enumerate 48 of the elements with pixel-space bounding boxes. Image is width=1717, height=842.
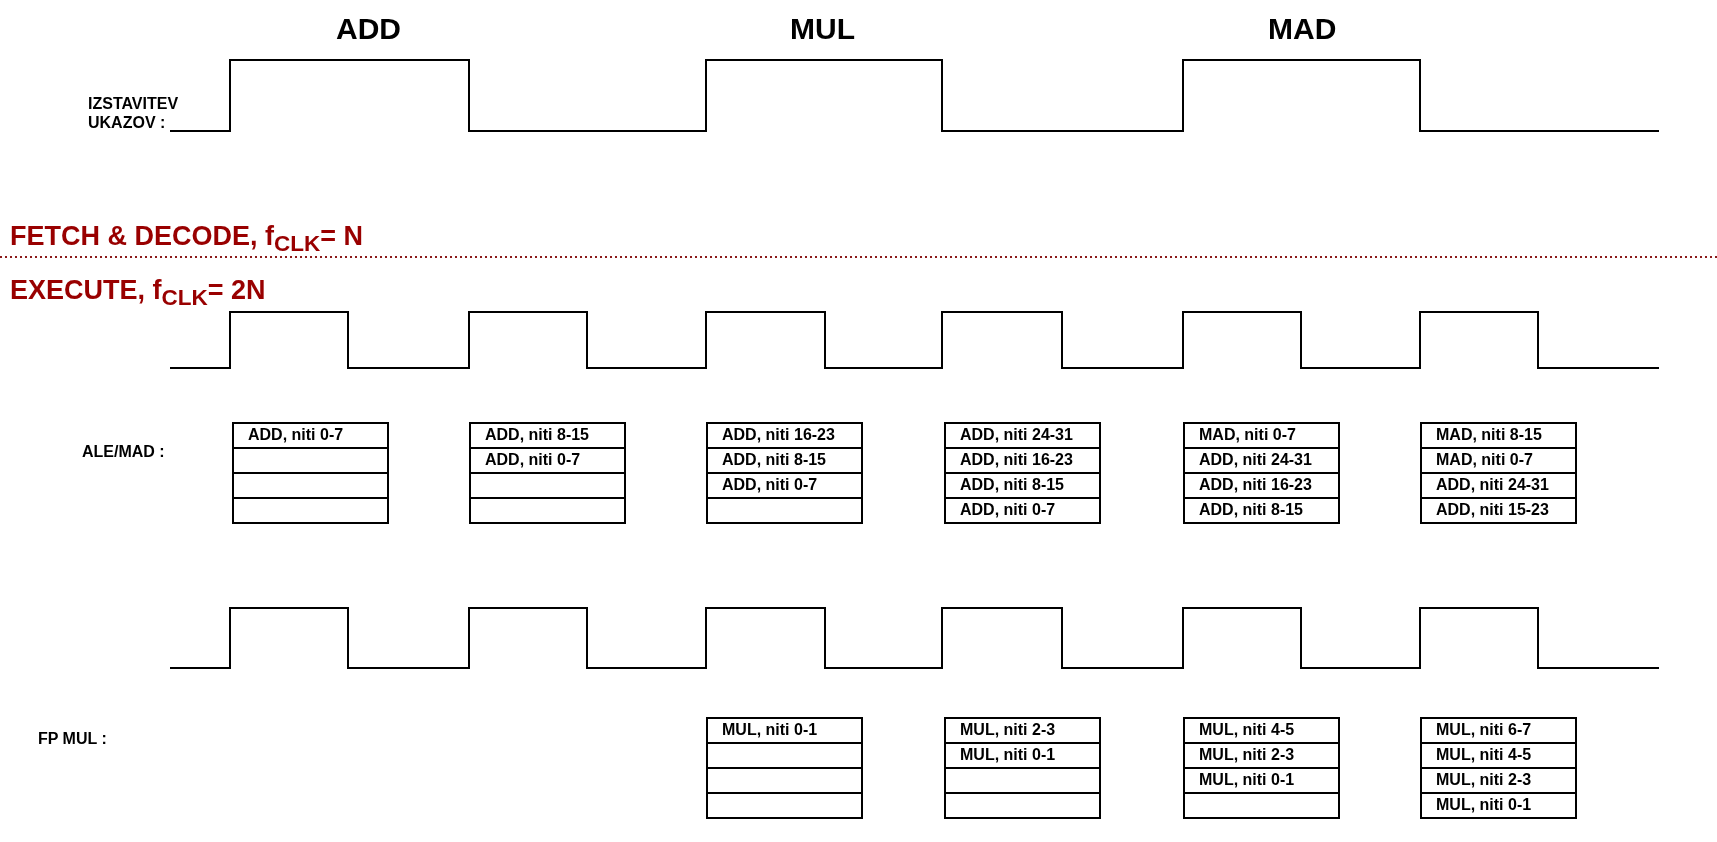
- pipeline-slot: ADD, niti 8-15: [469, 422, 626, 449]
- pipeline-slot: MUL, niti 4-5: [1420, 742, 1577, 769]
- empty-slot: [232, 447, 389, 474]
- empty-slot: [469, 497, 626, 524]
- pipeline-slot: ADD, niti 8-15: [944, 472, 1101, 499]
- empty-slot: [706, 767, 863, 794]
- empty-slot: [944, 792, 1101, 819]
- pipeline-slot: ADD, niti 16-23: [706, 422, 863, 449]
- pipeline-slot: MUL, niti 0-1: [944, 742, 1101, 769]
- pipeline-slot: MAD, niti 8-15: [1420, 422, 1577, 449]
- pipeline-slot: ADD, niti 0-7: [944, 497, 1101, 524]
- pipeline-slot: ADD, niti 24-31: [1420, 472, 1577, 499]
- instruction-heading: ADD: [336, 12, 401, 46]
- pipeline-slot: ADD, niti 8-15: [1183, 497, 1340, 524]
- empty-slot: [469, 472, 626, 499]
- pipeline-slot: ADD, niti 24-31: [1183, 447, 1340, 474]
- pipeline-slot: ADD, niti 8-15: [706, 447, 863, 474]
- pipeline-slot: MUL, niti 2-3: [1183, 742, 1340, 769]
- empty-slot: [706, 497, 863, 524]
- row-label: ALE/MAD :: [82, 443, 165, 461]
- pipeline-slot: MUL, niti 0-1: [706, 717, 863, 744]
- pipeline-slot: MUL, niti 6-7: [1420, 717, 1577, 744]
- pipeline-slot: MAD, niti 0-7: [1420, 447, 1577, 474]
- stage-heading: FETCH & DECODE, f$_{CLK}$= N: [10, 221, 364, 258]
- pipeline-slot: MUL, niti 4-5: [1183, 717, 1340, 744]
- pipeline-slot: ADD, niti 0-7: [469, 447, 626, 474]
- pipeline-slot: ADD, niti 0-7: [232, 422, 389, 449]
- pipeline-slot: MUL, niti 0-1: [1420, 792, 1577, 819]
- empty-slot: [1183, 792, 1340, 819]
- instruction-heading: MAD: [1268, 12, 1337, 46]
- empty-slot: [706, 742, 863, 769]
- signal-label: IZSTAVITEV UKAZOV :: [88, 94, 180, 132]
- empty-slot: [706, 792, 863, 819]
- pipeline-slot: MAD, niti 0-7: [1183, 422, 1340, 449]
- pipeline-slot: ADD, niti 15-23: [1420, 497, 1577, 524]
- empty-slot: [944, 767, 1101, 794]
- pipeline-slot: ADD, niti 0-7: [706, 472, 863, 499]
- row-label: FP MUL :: [38, 730, 107, 748]
- empty-slot: [232, 472, 389, 499]
- pipeline-slot: ADD, niti 16-23: [1183, 472, 1340, 499]
- pipeline-slot: ADD, niti 24-31: [944, 422, 1101, 449]
- stage-heading: EXECUTE, f$_{CLK}$= 2N: [10, 275, 266, 312]
- pipeline-slot: MUL, niti 2-3: [1420, 767, 1577, 794]
- pipeline-slot: MUL, niti 0-1: [1183, 767, 1340, 794]
- pipeline-slot: ADD, niti 16-23: [944, 447, 1101, 474]
- pipeline-slot: MUL, niti 2-3: [944, 717, 1101, 744]
- empty-slot: [232, 497, 389, 524]
- instruction-heading: MUL: [790, 12, 855, 46]
